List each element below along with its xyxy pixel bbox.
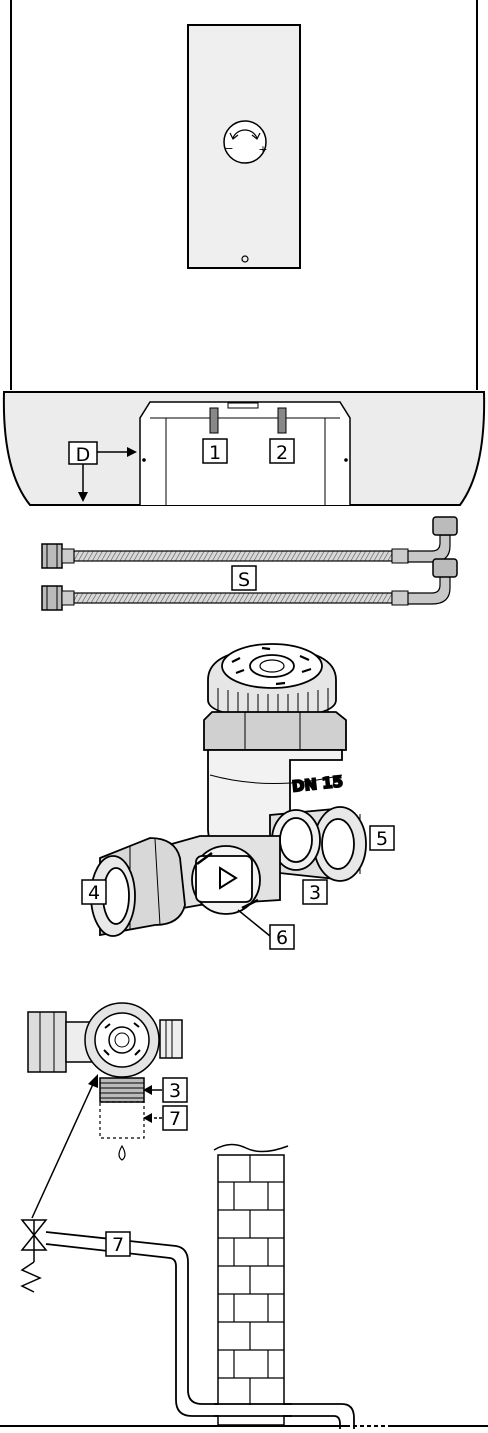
wall-break-line: [213, 1143, 289, 1153]
drain-pipe: [45, 1231, 355, 1433]
shutoff-valve-symbol: [20, 1219, 48, 1293]
d-arrow-right-head: [127, 447, 137, 457]
hose-upper-ferrule-right: [391, 548, 409, 564]
label-7-pipe: 7: [112, 1234, 124, 1256]
label-4-box: [81, 879, 107, 905]
label-7-mini: 7: [169, 1108, 181, 1130]
mini-valve-union-nut: [27, 1011, 67, 1073]
label-d-callout: D: [68, 441, 137, 502]
bay-notch: [227, 402, 259, 409]
hose-upper-elbow-nut: [432, 516, 458, 536]
hot-water-pipe-stub: [277, 407, 287, 434]
valve-cap-marking: [231, 646, 312, 686]
valve-outlet-bore: [321, 818, 355, 870]
drain-pipe-inner: [45, 1243, 341, 1433]
label-3-mini-box: [162, 1077, 188, 1103]
mini-drain-tube-dashed: [99, 1101, 145, 1139]
knob-minus: −: [224, 142, 233, 155]
mini-cap-marks: [103, 1022, 141, 1056]
hose-lower-nut: [41, 585, 63, 611]
heater-bottom-cover: [2, 391, 486, 506]
indicator-lamp: [241, 255, 249, 263]
safety-valve: DN 15: [90, 643, 367, 937]
brick-rows: [218, 1155, 284, 1406]
valve-cap-hole: [259, 659, 285, 673]
valve-inlet-bore: [102, 867, 130, 925]
knob-plus: +: [258, 143, 267, 156]
label-6-box: [269, 924, 295, 950]
label-6-leader: [237, 909, 271, 937]
connection-bay: [139, 401, 351, 505]
label-3-mini: 3: [169, 1080, 181, 1102]
valve-hex-collar: [203, 711, 347, 751]
mini-valve-side-outlet: [159, 1019, 183, 1059]
label-3-box: [302, 879, 328, 905]
label-d: D: [76, 444, 91, 466]
valve-body-contour: [209, 774, 343, 784]
hose-lower-elbow: [407, 575, 451, 605]
label-7-pipe-callout: 7: [105, 1231, 131, 1257]
temperature-knob: [223, 120, 267, 164]
drain-lever: [196, 851, 213, 866]
flow-direction-arrow-icon: [219, 866, 238, 890]
label-5: 5: [376, 828, 388, 850]
hose-lower-elbow-nut: [432, 558, 458, 578]
flex-hose-upper: [41, 516, 458, 569]
label-s: S: [238, 569, 250, 591]
hose-lower-ferrule-left: [61, 590, 75, 606]
hose-upper-braid: [73, 550, 393, 562]
valve-callouts: 3 4 5 6: [81, 825, 395, 950]
pipe-labels: 1 2: [202, 438, 295, 464]
label-4: 4: [88, 882, 100, 904]
mini-valve-cap-hole: [114, 1032, 130, 1048]
label-s-callout: S: [231, 565, 257, 591]
rotation-arrow-icon: [232, 129, 258, 139]
drain-pipe-outer: [45, 1231, 355, 1433]
hose-upper-ferrule-left: [61, 548, 75, 564]
arrow-head-left-icon: [229, 132, 239, 140]
water-drop-icon: [118, 1144, 126, 1161]
connection-arrow-line: [31, 1081, 95, 1219]
drain-lever-2: [241, 898, 259, 910]
brick-wall-body: [217, 1154, 285, 1426]
label-7-mini-box: [162, 1105, 188, 1131]
label-1: 1: [209, 442, 221, 464]
connection-arrow: [31, 1074, 98, 1219]
valve-outlet-front-bore: [279, 817, 313, 863]
label-7-pipe-box: [105, 1231, 131, 1257]
brick-wall: [213, 1143, 289, 1426]
water-heater: [10, 0, 478, 390]
mini-valve: [27, 1002, 183, 1161]
mini-callouts: 3 7: [143, 1077, 188, 1131]
hose-lower-braid: [73, 592, 393, 604]
drain-pipe-over-wall: [214, 1403, 292, 1417]
supply-line-zigzag-icon: [20, 1261, 42, 1293]
label-2: 2: [276, 442, 288, 464]
hose-upper-elbow: [407, 534, 451, 563]
cold-water-pipe-stub: [209, 407, 219, 434]
label-s-box: [231, 565, 257, 591]
control-panel: − +: [187, 24, 301, 269]
screw-hole-left: [142, 458, 146, 462]
screw-hole-right: [344, 458, 348, 462]
label-3-valve: 3: [309, 882, 321, 904]
label-2-box: [269, 438, 295, 464]
valve-marking: DN 15: [291, 772, 344, 795]
hose-upper-nut: [41, 543, 63, 569]
label-6: 6: [276, 927, 288, 949]
label-1-box: [202, 438, 228, 464]
arrow-head-right-icon: [251, 132, 261, 140]
hose-lower-ferrule-right: [391, 590, 409, 606]
label-5-box: [369, 825, 395, 851]
d-arrow-down-head: [78, 492, 88, 502]
flex-hose-lower: [41, 558, 458, 611]
connection-arrow-head: [88, 1074, 98, 1088]
